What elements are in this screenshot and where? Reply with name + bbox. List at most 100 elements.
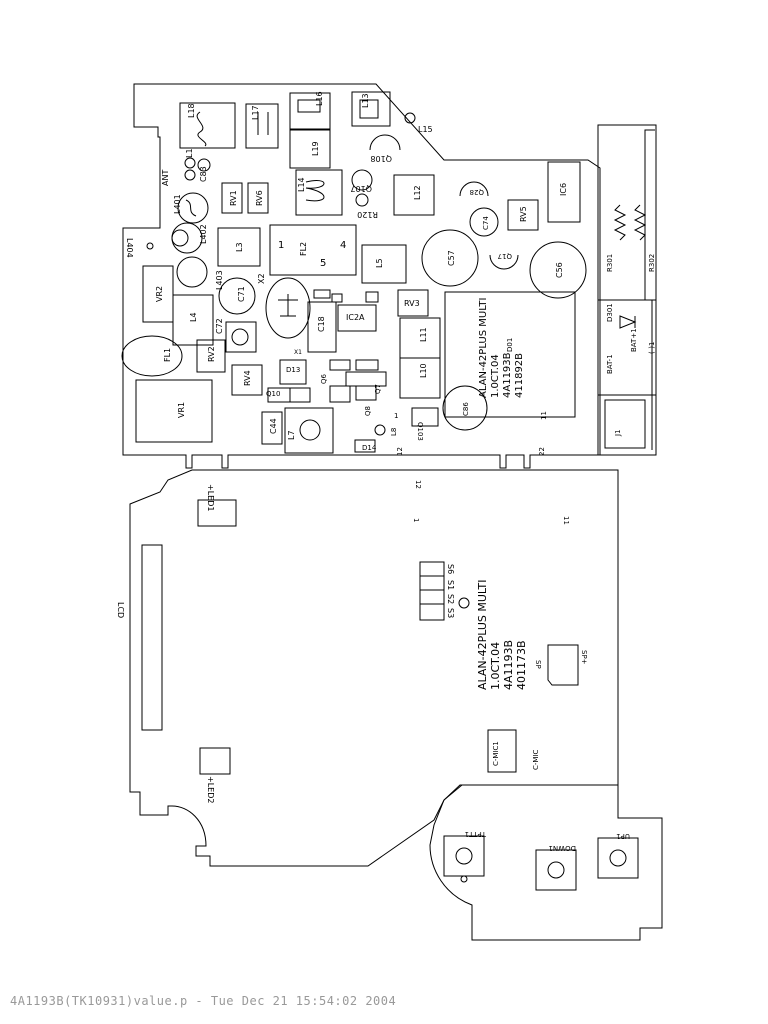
capacitor-c86: [442, 385, 488, 431]
label-q17: Q17: [498, 252, 512, 260]
lower-board-outline: [129, 469, 619, 867]
resistor-rv2: [196, 339, 226, 373]
label-l403: L403: [215, 270, 224, 290]
capacitor-c72: [225, 321, 257, 353]
resistor-r302: [633, 204, 647, 241]
capacitor-c74: [469, 207, 499, 237]
inductor-l12: [393, 174, 435, 216]
down1-switch: [535, 849, 577, 891]
keypad-board: [429, 784, 663, 941]
filter-fl1: [121, 335, 183, 377]
lower-model-line-1: ALAN-42PLUS MULTI: [476, 580, 489, 691]
label-j1: J1: [614, 429, 622, 437]
lower-board: [129, 469, 619, 867]
label-l18: L18: [187, 103, 196, 118]
label-rv4: RV4: [243, 370, 252, 386]
label-d14: D14: [362, 444, 377, 452]
label-bat-minus1: BAT-1: [606, 354, 614, 374]
inductor-l10: [399, 357, 441, 399]
lower-model-line-4: 401173B: [515, 640, 528, 690]
label-fl1: FL1: [163, 348, 172, 362]
label-pin-12-upper: 12: [396, 447, 404, 456]
lower-model-line-3: 4A1193B: [502, 640, 515, 690]
trimmer-vr1: [135, 379, 213, 443]
tptt1-switch: [443, 835, 485, 877]
label-l4: L4: [189, 312, 198, 322]
inductor-l13: [351, 91, 391, 127]
l15-pad: [404, 112, 416, 124]
label-c56: C56: [555, 262, 564, 278]
upper-model-line-3: 4A1193B: [502, 352, 513, 398]
transistor-q108: [369, 134, 401, 151]
upper-board-outline: [122, 83, 601, 469]
label-s3: S3: [446, 608, 455, 618]
label-c18: C18: [317, 316, 326, 332]
label-l14: L14: [297, 177, 306, 192]
label-ic6: IC6: [559, 183, 568, 196]
label-d301: D301: [606, 303, 614, 322]
label-s1: S1: [446, 580, 455, 590]
upper-model-line-2: 1.0CT.04: [490, 354, 501, 398]
label-l5: L5: [375, 258, 384, 268]
label-l19: L19: [311, 141, 320, 156]
label-pin-1-lower: 1: [412, 518, 420, 522]
inductor-l7: [284, 407, 334, 454]
label-r120: R120: [357, 210, 378, 219]
label-l8: L8: [390, 428, 398, 436]
label-r302: R302: [648, 254, 656, 272]
label-l12: L12: [413, 185, 422, 200]
up1-switch: [597, 837, 639, 879]
label-l402: L402: [199, 224, 208, 244]
label-c44: C44: [269, 418, 278, 434]
label-s6: S6: [446, 564, 455, 574]
label-pin-22-upper: 22: [538, 447, 546, 456]
label-rv6: RV6: [255, 190, 264, 206]
transistor-q17: [489, 254, 519, 270]
upper-model-line-4: 411892B: [514, 353, 525, 398]
label-c-mic: C-MIC: [532, 749, 540, 770]
label-fl2-pin1: 1: [278, 240, 284, 251]
label-l15: L15: [418, 125, 433, 134]
mic-pad: [487, 729, 517, 773]
transistor-q107: [351, 169, 373, 191]
inductor-l18: [179, 102, 236, 149]
label-ic2a: IC2A: [346, 313, 365, 322]
label-fl2: FL2: [299, 242, 308, 256]
diode-d301: [619, 315, 637, 329]
label-c83: C83: [199, 166, 208, 182]
label-c74: C74: [482, 216, 490, 230]
label-q7: Q7: [374, 384, 382, 394]
transistor-d13: [279, 359, 307, 385]
label-q10: Q10: [266, 390, 280, 398]
l404-pad: [146, 242, 154, 250]
inductor-l17: [245, 103, 279, 149]
label-l3: L3: [235, 242, 244, 252]
connector-j1: [604, 399, 646, 449]
upper-board: [122, 83, 657, 469]
ic-ic6: [547, 161, 581, 223]
label-rv3: RV3: [404, 299, 420, 308]
inductor-l5: [361, 244, 407, 284]
keypad-labels: TPTT1 DOWN1 UP1: [465, 830, 630, 852]
led2-outline: [199, 747, 231, 775]
crystal-x2: [265, 277, 311, 339]
filter-fl2: [269, 224, 357, 276]
ic-ic2a: [337, 304, 377, 332]
label-s2: S2: [446, 594, 455, 604]
label-vr1: VR1: [177, 402, 186, 418]
plot-footer: 4A1193B(TK10931)value.p - Tue Dec 21 15:…: [10, 994, 397, 1008]
resistor-rv4: [231, 364, 263, 396]
switch-test-point: [458, 597, 470, 609]
coil-l403: [176, 256, 208, 288]
capacitor-c57: [421, 229, 479, 287]
label-sp: SP: [534, 660, 542, 669]
inductor-l3: [217, 227, 261, 267]
label-up1: UP1: [616, 832, 630, 840]
label-led1: +LED1: [206, 484, 215, 511]
transistor-q103: [411, 407, 439, 427]
label-q108: Q108: [370, 154, 392, 163]
led1-outline: [197, 499, 237, 527]
inductor-l4: [172, 294, 214, 346]
label-l11: L11: [419, 327, 428, 342]
switch-array: [419, 561, 445, 621]
